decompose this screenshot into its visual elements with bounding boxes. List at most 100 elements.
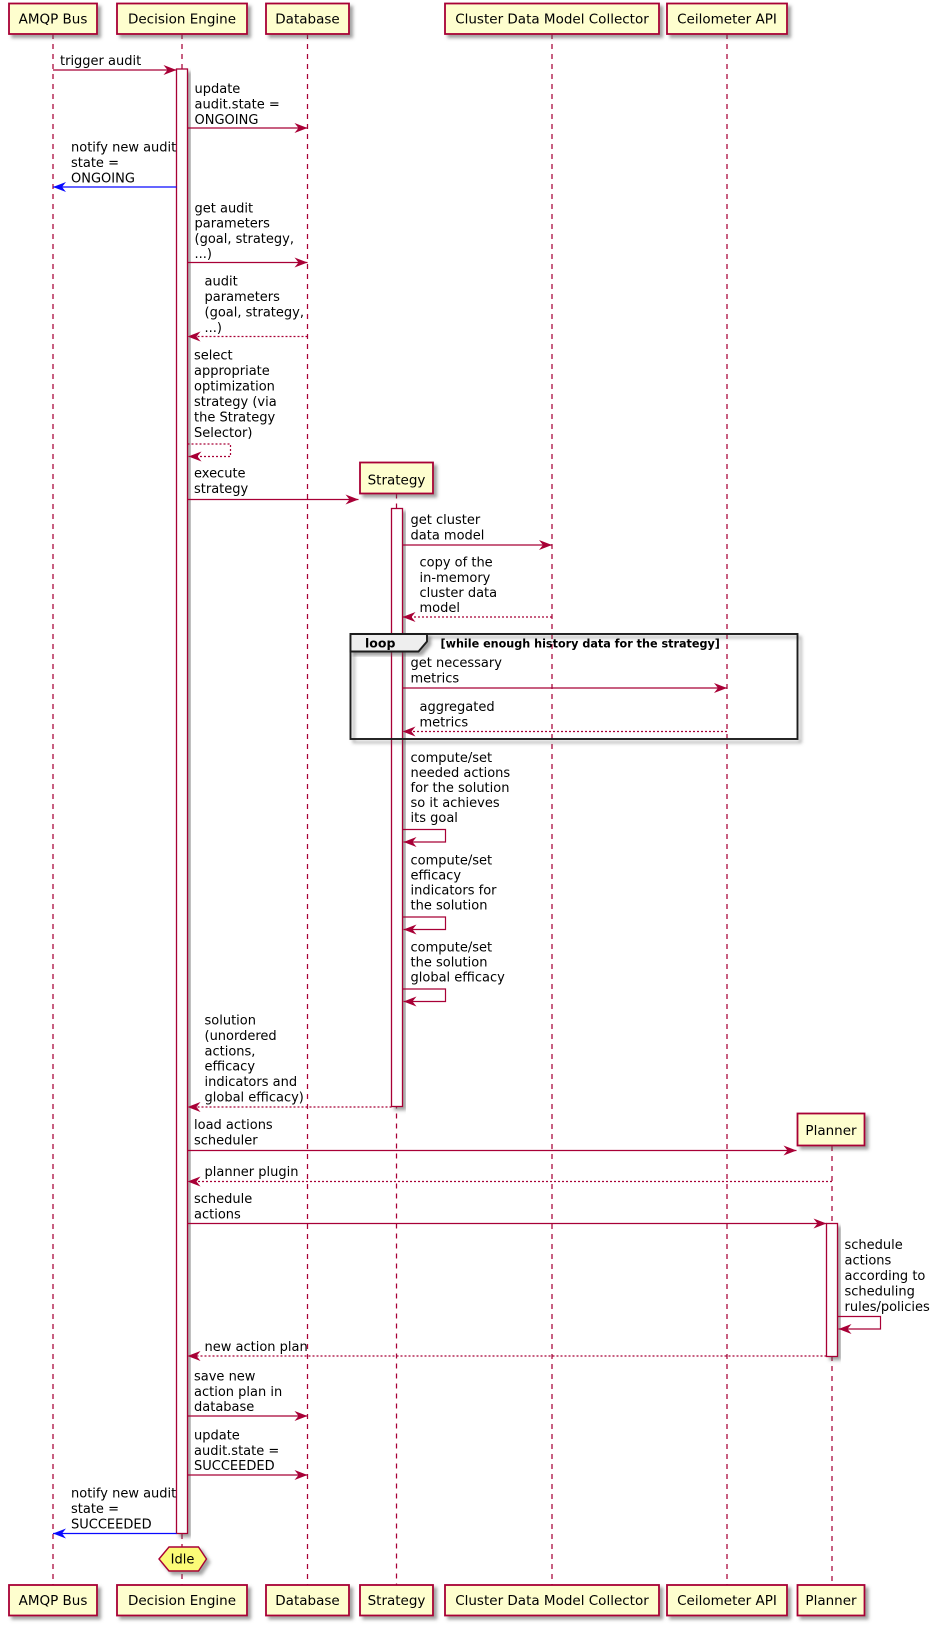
message-label-line: according to — [845, 1269, 926, 1284]
loop-header-pentagon — [349, 633, 428, 653]
message-label-line: indicators and — [205, 1075, 298, 1090]
message-label-line: update — [194, 1429, 240, 1444]
message-label-line: get audit — [195, 202, 254, 217]
message-label-line: audit.state = — [195, 98, 280, 113]
participant-rect — [265, 1584, 350, 1617]
message-label-line: efficacy — [411, 869, 462, 884]
participant-label: Decision Engine — [128, 12, 236, 28]
message-label-line: metrics — [411, 672, 460, 687]
arrowhead-icon — [294, 1411, 308, 1421]
message-label-line: new action plan — [205, 1340, 308, 1355]
message-label-line: compute/set — [411, 751, 493, 766]
message-audit-params-reply: audit parameters (goal, strategy, ...) — [187, 275, 308, 342]
message-label-line: the solution — [411, 899, 488, 914]
message-label-line: rules/policies — [845, 1300, 931, 1315]
participant-box-created-strategy: Strategy — [359, 461, 434, 495]
message-label-line: model — [420, 601, 460, 616]
activation-strategy — [390, 507, 404, 1108]
message-label-line: actions — [194, 1208, 241, 1223]
message-label-line: in-memory — [420, 571, 491, 586]
arrowhead-icon — [783, 1145, 797, 1156]
message-label-line: (goal, strategy, — [205, 306, 304, 321]
message-label-line: notify new audit — [71, 141, 176, 156]
participant-rect — [666, 2, 788, 35]
message-label-line: for the solution — [411, 781, 510, 796]
message-label-line: scheduler — [194, 1134, 258, 1149]
message-label-line: the Strategy — [194, 411, 275, 426]
message-label-line: compute/set — [411, 854, 493, 869]
participant-label: Database — [275, 12, 339, 28]
participants-top: AMQP Bus Decision Engine Database Cluste… — [8, 2, 788, 35]
arrowhead-icon — [403, 924, 417, 935]
message-label-line: parameters — [195, 217, 271, 232]
message-label-line: get cluster — [411, 513, 481, 528]
arrowhead-icon — [838, 1324, 852, 1334]
arrowhead-icon — [403, 996, 417, 1007]
message-label-line: optimization — [194, 380, 275, 395]
message-update-state-succeeded: update audit.state = SUCCEEDED — [187, 1429, 308, 1480]
message-label-line: indicators for — [411, 884, 498, 899]
loop-label: loop — [365, 636, 395, 651]
participant-label: Planner — [805, 1123, 857, 1139]
arrowhead-icon — [813, 1218, 827, 1229]
message-compute-actions: compute/set needed actions for the solut… — [402, 751, 511, 847]
message-label-line: actions, — [205, 1045, 256, 1060]
message-label-line: SUCCEEDED — [71, 1518, 152, 1533]
message-solution-reply: solution (unordered actions, efficacy in… — [187, 1014, 392, 1112]
loop-frame-chrome: loop [while enough history data for the … — [349, 633, 799, 740]
message-label-line: ONGOING — [195, 113, 259, 128]
activation-bars — [175, 68, 839, 1535]
participant-rect — [666, 1584, 788, 1617]
arrowhead-icon — [188, 451, 202, 462]
participant-box-bottom-decision-engine: Decision Engine — [116, 1584, 248, 1617]
message-label-line: strategy — [194, 482, 249, 497]
message-label-line: aggregated — [420, 700, 495, 715]
message-label-line: needed actions — [411, 766, 511, 781]
message-label-line: load actions — [194, 1118, 273, 1133]
participant-box-bottom-amqp-bus: AMQP Bus — [8, 1584, 98, 1617]
participant-box-top-amqp-bus: AMQP Bus — [8, 2, 98, 35]
arrowhead-icon — [294, 257, 308, 268]
message-label-line: strategy (via — [194, 395, 277, 410]
participant-rect — [796, 1584, 866, 1617]
participant-label: AMQP Bus — [19, 12, 88, 28]
message-load-scheduler: load actions scheduler — [187, 1118, 797, 1156]
terminal-idle: Idle — [158, 1546, 208, 1572]
message-get-metrics: get necessary metrics — [402, 656, 727, 693]
arrowhead-icon — [163, 65, 177, 75]
participant-box-bottom-strategy: Strategy — [359, 1584, 434, 1617]
participant-box-created-planner: Planner — [796, 1112, 866, 1147]
participant-box-bottom-database: Database — [265, 1584, 350, 1617]
message-label-line: action plan in — [194, 1385, 282, 1400]
arrowhead-icon — [294, 123, 308, 133]
arrowhead-icon — [187, 1102, 201, 1112]
message-label-line: data model — [411, 529, 485, 544]
message-label-line: notify new audit — [71, 1487, 176, 1502]
message-label-line: planner plugin — [205, 1165, 299, 1180]
message-copy-cluster-model: copy of the in-memory cluster data model — [402, 556, 552, 622]
participant-label: Cluster Data Model Collector — [455, 1593, 649, 1609]
loop-condition: [while enough history data for the strat… — [441, 638, 720, 651]
self-message-line — [402, 828, 447, 843]
message-label-line: ...) — [195, 247, 212, 262]
message-label-line: execute — [194, 467, 246, 482]
message-get-cluster-model: get cluster data model — [402, 513, 552, 550]
idle-label: Idle — [171, 1553, 195, 1568]
message-label-line: state = — [71, 1502, 119, 1517]
message-label-line: save new — [194, 1370, 256, 1385]
participant-label: Strategy — [368, 1593, 426, 1609]
participant-label: Planner — [805, 1593, 857, 1609]
arrowhead-icon — [714, 683, 727, 693]
message-label-line: parameters — [205, 290, 281, 305]
message-label-line: solution — [205, 1014, 256, 1029]
activation-decision-engine — [175, 68, 189, 1535]
participant-label: Database — [275, 1593, 339, 1609]
message-schedule-actions: schedule actions — [187, 1192, 827, 1229]
participant-rect — [444, 1584, 660, 1617]
message-label-line: state = — [71, 156, 119, 171]
message-new-action-plan: new action plan — [187, 1340, 827, 1361]
message-label-line: the solution — [411, 956, 488, 971]
message-label-line: its goal — [411, 811, 458, 826]
message-label-line: audit — [205, 275, 238, 290]
